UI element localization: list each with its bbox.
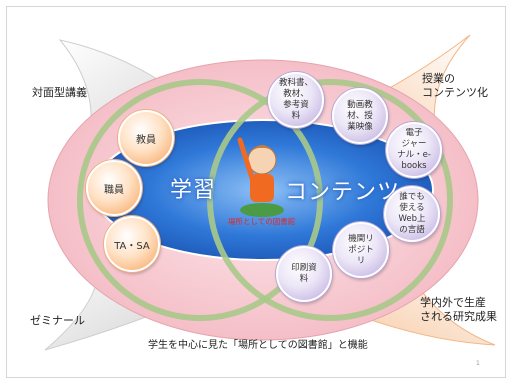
node-textbooks: 教科書、 教材、 参考資 料 — [268, 72, 324, 128]
student-figure — [237, 137, 284, 217]
big-word-learning: 学習 — [170, 178, 217, 203]
node-ejournals-label: 電子 ジャー ナル・e- books — [397, 128, 431, 171]
node-staff-label: 職員 — [104, 184, 124, 196]
node-ta-sa: TA・SA — [104, 216, 160, 272]
node-ta-sa-label: TA・SA — [114, 240, 150, 252]
label-seminar: ゼミナール — [30, 314, 85, 327]
label-research-output: 学内外で生産 される研究成果 — [420, 296, 497, 323]
big-word-contents: コンテンツ — [285, 180, 401, 205]
node-web-language-label: 誰でも 使える Web上 の言語 — [398, 192, 426, 235]
node-faculty: 教員 — [118, 110, 174, 166]
node-faculty-label: 教員 — [136, 134, 156, 146]
label-face-to-face-lecture: 対面型講義 — [32, 86, 87, 99]
node-repository: 機関リ ポジト リ — [333, 222, 389, 278]
node-video-materials-label: 動画教 材、授 業映像 — [347, 99, 373, 132]
center-caption: 場所としての図書館 — [228, 217, 296, 226]
node-print-materials-label: 印刷資 料 — [291, 263, 317, 284]
node-video-materials: 動画教 材、授 業映像 — [332, 88, 388, 144]
node-repository-label: 機関リ ポジト リ — [348, 233, 374, 266]
node-web-language: 誰でも 使える Web上 の言語 — [384, 186, 440, 242]
node-textbooks-label: 教科書、 教材、 参考資 料 — [278, 78, 313, 121]
label-lecture-contents: 授業の コンテンツ化 — [422, 72, 488, 99]
green-ring-right — [207, 79, 453, 321]
diagram-title: 学生を中心に見た「場所としての図書館」と機能 — [148, 340, 368, 351]
node-print-materials: 印刷資 料 — [276, 246, 332, 302]
green-ring-left — [77, 79, 323, 321]
page-marker: 1 — [476, 360, 480, 367]
node-ejournals: 電子 ジャー ナル・e- books — [386, 122, 442, 178]
node-staff: 職員 — [86, 160, 142, 216]
